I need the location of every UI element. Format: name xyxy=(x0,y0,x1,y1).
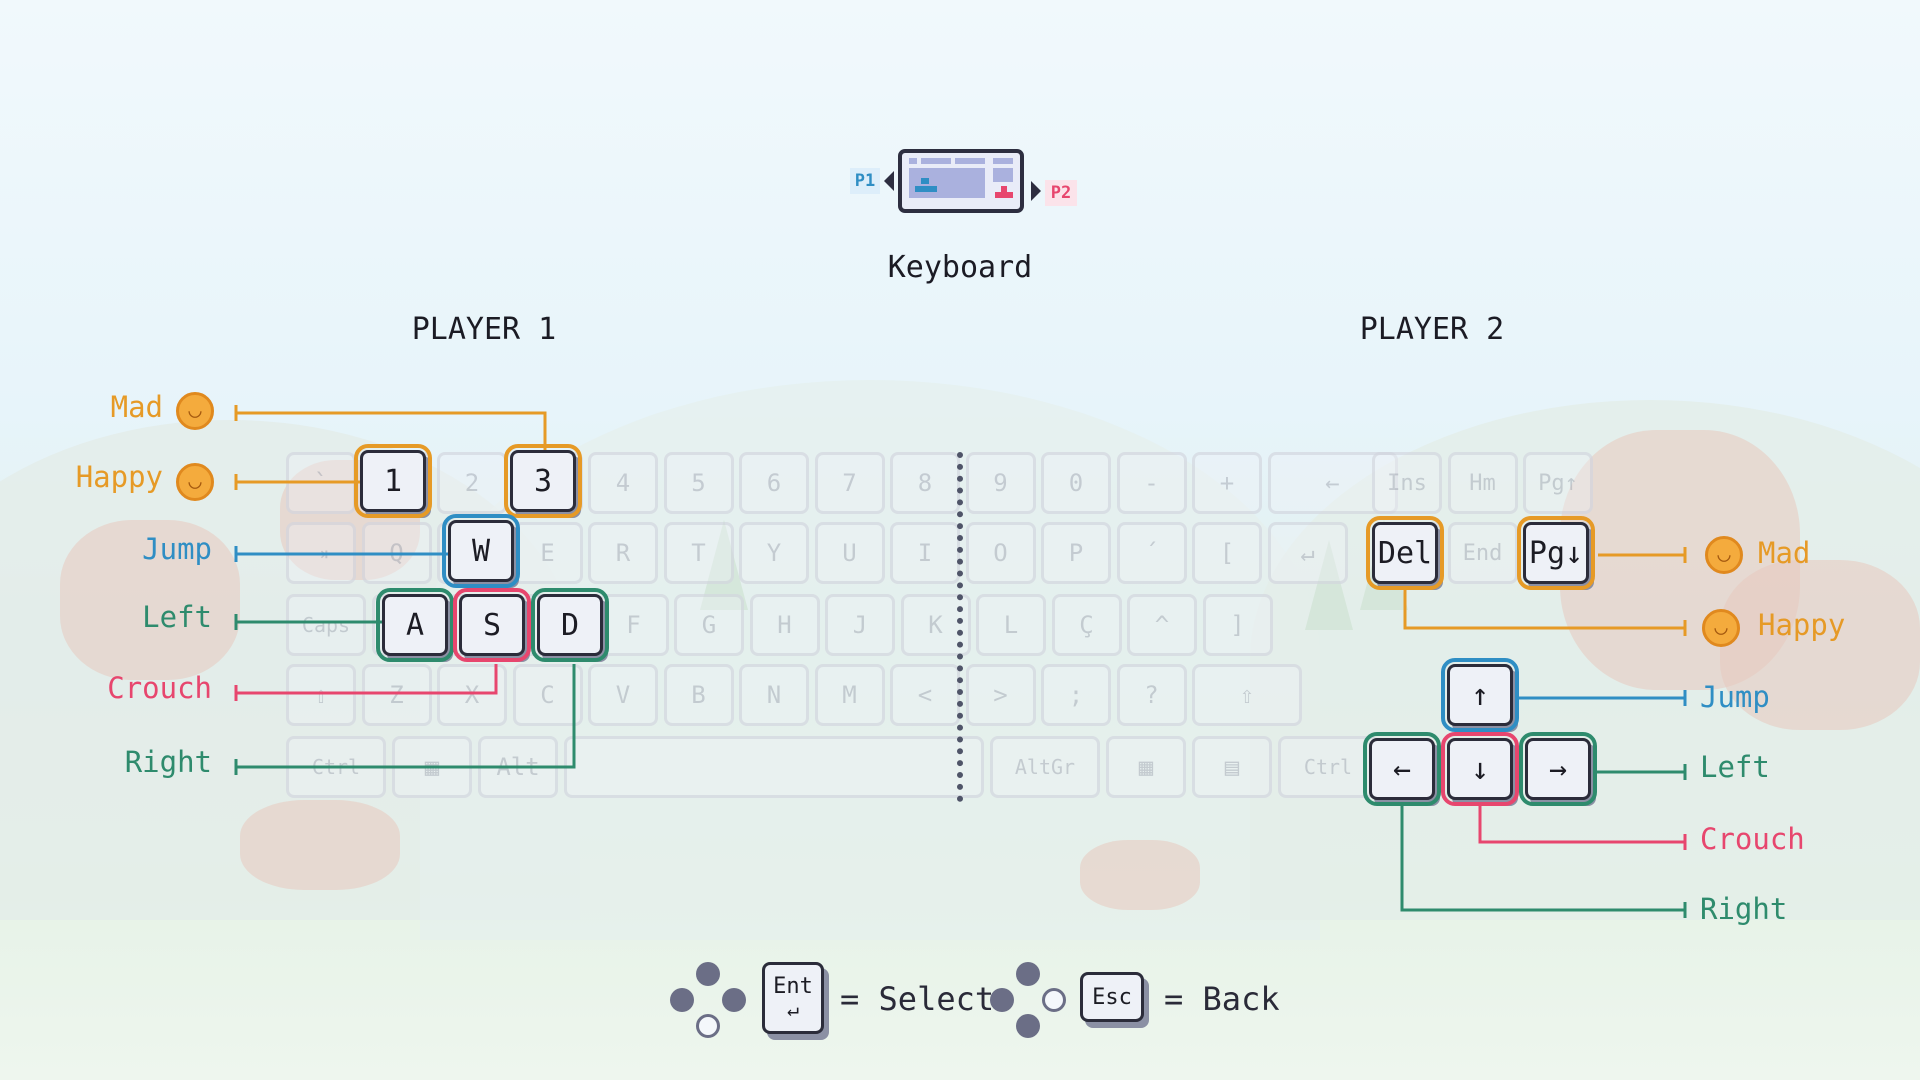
p2-crouch-key[interactable]: ↓ xyxy=(1441,732,1519,806)
p1-happy-label: Happy xyxy=(75,460,163,494)
ghost-key: L xyxy=(976,594,1046,656)
player2-title: PLAYER 2 xyxy=(1359,312,1505,347)
ghost-nav-key: Pg↑ xyxy=(1523,452,1593,514)
ghost-key: ; xyxy=(1041,664,1111,726)
p2-jump-label: Jump xyxy=(1700,680,1770,714)
ghost-nav-key: End xyxy=(1447,522,1518,584)
p1-crouch-label: Crouch xyxy=(107,671,212,705)
return-arrow-icon: ↵ xyxy=(786,997,800,1021)
p1-left-label: Left xyxy=(142,600,212,634)
p1-arrow-icon[interactable] xyxy=(884,171,894,191)
ghost-key: ↵ xyxy=(1267,522,1348,584)
select-hint: = Select xyxy=(840,980,995,1018)
p2-tag: P2 xyxy=(1045,180,1077,206)
ghost-key: R xyxy=(588,522,658,584)
p1-mad-label: Mad xyxy=(110,390,163,424)
enter-key-label: Ent xyxy=(773,974,813,999)
ghost-key: + xyxy=(1192,452,1262,514)
keyboard-device-icon xyxy=(897,148,1025,214)
escape-key[interactable]: Esc xyxy=(1080,972,1144,1022)
ghost-key: > xyxy=(965,664,1036,726)
device-label: Keyboard xyxy=(887,250,1033,285)
ghost-key: Y xyxy=(739,522,809,584)
ghost-key: I xyxy=(890,522,960,584)
p1-jump-label: Jump xyxy=(142,532,212,566)
ghost-key: ? xyxy=(1116,664,1187,726)
player-split-divider xyxy=(957,452,963,802)
ghost-key: 9 xyxy=(965,452,1036,514)
p2-arrow-icon[interactable] xyxy=(1031,181,1041,201)
p2-left-key[interactable]: ← xyxy=(1363,732,1441,806)
ghost-key: O xyxy=(965,522,1036,584)
happy-face-icon: ◡ xyxy=(176,463,214,501)
ghost-key: Caps xyxy=(286,594,366,656)
ghost-key: E xyxy=(512,522,583,584)
p2-right-label: Right xyxy=(1700,892,1788,926)
p2-happy-key[interactable]: Pg↓ xyxy=(1517,516,1595,590)
ghost-key: ▤ xyxy=(1192,736,1272,798)
p1-left-key[interactable]: A xyxy=(376,588,454,662)
ghost-key: ^ xyxy=(1127,594,1197,656)
ghost-key: AltGr xyxy=(990,736,1100,798)
ghost-key: ⇧ xyxy=(1192,664,1302,726)
p2-mad-label: Mad xyxy=(1758,536,1811,570)
back-hint: = Back xyxy=(1164,980,1280,1018)
ghost-key: U xyxy=(814,522,885,584)
enter-key[interactable]: Ent ↵ xyxy=(762,962,824,1034)
ghost-key: 2 xyxy=(437,452,507,514)
ghost-key xyxy=(564,736,984,798)
ghost-key: ] xyxy=(1202,594,1273,656)
ghost-key: 6 xyxy=(739,452,809,514)
p1-crouch-key[interactable]: S xyxy=(453,588,531,662)
ghost-key: N xyxy=(739,664,809,726)
p1-right-label: Right xyxy=(124,745,212,779)
ghost-key: C xyxy=(512,664,583,726)
p1-jump-key[interactable]: W xyxy=(442,514,520,588)
ghost-key: Ç xyxy=(1051,594,1122,656)
p2-crouch-label: Crouch xyxy=(1700,822,1805,856)
p1-happy-key[interactable]: 3 xyxy=(504,444,582,518)
p1-right-key[interactable]: D xyxy=(531,588,609,662)
p2-left-label: Left xyxy=(1700,750,1770,784)
dpad-confirm-icon xyxy=(668,960,748,1040)
p2-right-key[interactable]: → xyxy=(1519,732,1597,806)
dpad-back-icon xyxy=(988,960,1068,1040)
ghost-nav-key: Hm xyxy=(1447,452,1518,514)
p1-tag: P1 xyxy=(850,168,880,194)
ghost-key: - xyxy=(1116,452,1187,514)
ghost-key: 7 xyxy=(814,452,885,514)
ghost-key: F xyxy=(598,594,669,656)
mad-face-icon: ◡ xyxy=(1705,536,1743,574)
ghost-key: P xyxy=(1041,522,1111,584)
mad-face-icon: ◡ xyxy=(176,392,214,430)
ghost-key: 4 xyxy=(588,452,658,514)
p2-jump-key[interactable]: ↑ xyxy=(1441,658,1519,732)
ghost-key: ´ xyxy=(1116,522,1187,584)
p1-mad-key[interactable]: 1 xyxy=(354,444,432,518)
p2-mad-key[interactable]: Del xyxy=(1366,516,1444,590)
ghost-key: ← xyxy=(1267,452,1398,514)
ghost-key: J xyxy=(825,594,895,656)
ghost-key: ▦ xyxy=(1106,736,1186,798)
ghost-key: 0 xyxy=(1041,452,1111,514)
player1-title: PLAYER 1 xyxy=(411,312,557,347)
ghost-key: G xyxy=(674,594,744,656)
ghost-key: T xyxy=(663,522,734,584)
ghost-key: 5 xyxy=(663,452,734,514)
ghost-key: M xyxy=(814,664,885,726)
ghost-key: [ xyxy=(1192,522,1262,584)
happy-face-icon: ◡ xyxy=(1702,609,1740,647)
ghost-key: B xyxy=(663,664,734,726)
ghost-key: ⇧ xyxy=(286,664,356,726)
ghost-key: Z xyxy=(361,664,432,726)
ghost-key: Ctrl xyxy=(1278,736,1378,798)
p2-happy-label: Happy xyxy=(1758,608,1846,642)
ghost-key: V xyxy=(588,664,658,726)
ghost-nav-key: Ins xyxy=(1372,452,1442,514)
ghost-key: H xyxy=(749,594,820,656)
